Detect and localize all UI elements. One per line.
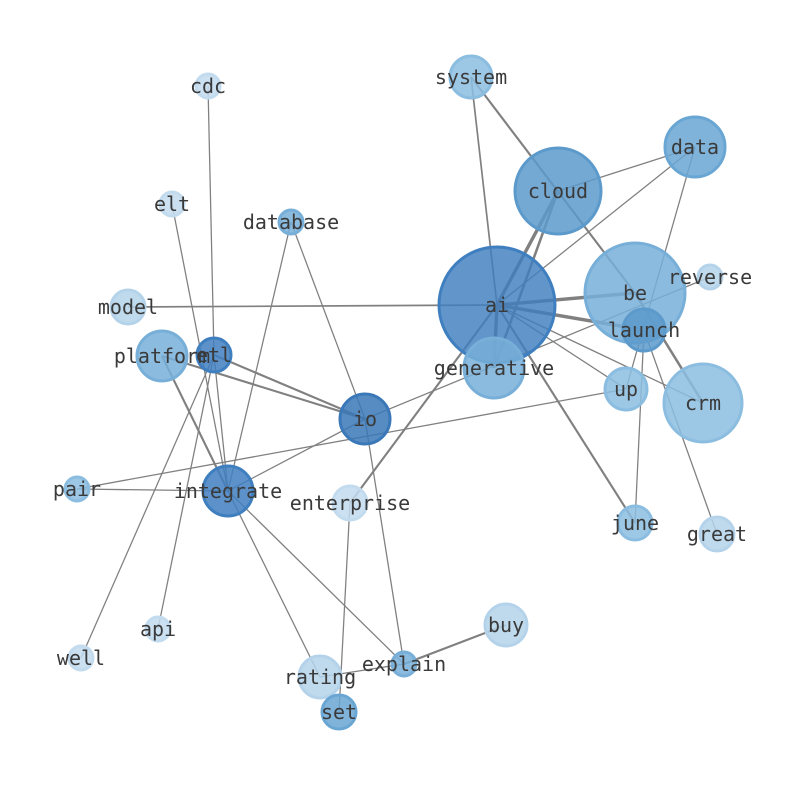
node-great xyxy=(698,515,736,553)
edge-io-etl xyxy=(213,354,366,420)
node-label-reverse: reverse xyxy=(668,265,752,289)
edge-etl-api xyxy=(157,354,215,630)
node-cdc xyxy=(194,72,222,100)
node-enterprise xyxy=(331,484,369,522)
node-database xyxy=(277,208,305,236)
node-label-integrate: integrate xyxy=(174,479,282,503)
node-data xyxy=(663,115,727,179)
node-up xyxy=(603,366,649,412)
node-platform xyxy=(135,329,189,383)
node-well xyxy=(67,644,95,672)
node-layer xyxy=(63,54,744,731)
node-label-generative: generative xyxy=(434,356,554,380)
node-system xyxy=(448,54,494,100)
node-label-rating: rating xyxy=(284,665,356,689)
edge-integrate-rating xyxy=(227,490,321,678)
node-label-enterprise: enterprise xyxy=(290,491,410,515)
node-label-june: june xyxy=(611,511,659,535)
edge-ai-model xyxy=(127,304,498,308)
node-label-explain: explain xyxy=(362,652,446,676)
label-layer: ai cloud be crm data system generative launch up… xyxy=(53,65,752,724)
edge-launch-june xyxy=(634,329,645,524)
node-june xyxy=(616,504,654,542)
node-label-buy: buy xyxy=(488,613,524,637)
edge-integrate-explain xyxy=(227,490,405,665)
node-label-etl: etl xyxy=(196,343,232,367)
node-model xyxy=(109,288,147,326)
node-explain xyxy=(390,650,418,678)
node-launch xyxy=(621,307,667,353)
node-label-io: io xyxy=(353,407,377,431)
node-label-cloud: cloud xyxy=(528,179,588,203)
node-label-set: set xyxy=(321,700,357,724)
node-buy xyxy=(483,602,529,648)
node-label-ai: ai xyxy=(485,293,509,317)
edge-etl-cdc xyxy=(207,85,215,356)
node-label-launch: launch xyxy=(608,318,680,342)
node-cloud xyxy=(513,146,603,236)
node-label-cdc: cdc xyxy=(190,74,226,98)
edge-io-database xyxy=(290,221,366,420)
node-integrate xyxy=(201,464,255,518)
node-label-pair: pair xyxy=(53,477,101,501)
node-generative xyxy=(462,336,526,400)
node-label-be: be xyxy=(623,281,647,305)
node-reverse xyxy=(696,263,724,291)
node-label-platform: platform xyxy=(114,344,210,368)
node-label-model: model xyxy=(98,295,158,319)
edge-integrate-database xyxy=(227,221,292,492)
node-label-crm: crm xyxy=(685,391,721,415)
edge-etl-well xyxy=(80,354,215,659)
node-label-data: data xyxy=(671,135,719,159)
node-rating xyxy=(297,654,343,700)
node-etl xyxy=(195,336,233,374)
node-set xyxy=(320,693,358,731)
node-label-elt: elt xyxy=(154,192,190,216)
node-label-database: database xyxy=(243,210,339,234)
node-api xyxy=(144,615,172,643)
node-label-api: api xyxy=(140,617,176,641)
node-io xyxy=(338,392,392,446)
node-crm xyxy=(662,362,744,444)
node-elt xyxy=(158,190,186,218)
node-label-great: great xyxy=(687,522,747,546)
edge-io-explain xyxy=(364,418,405,665)
node-pair xyxy=(63,475,91,503)
edge-io-platform xyxy=(161,354,366,421)
node-label-well: well xyxy=(57,646,105,670)
node-label-up: up xyxy=(614,377,638,401)
node-label-system: system xyxy=(435,65,507,89)
